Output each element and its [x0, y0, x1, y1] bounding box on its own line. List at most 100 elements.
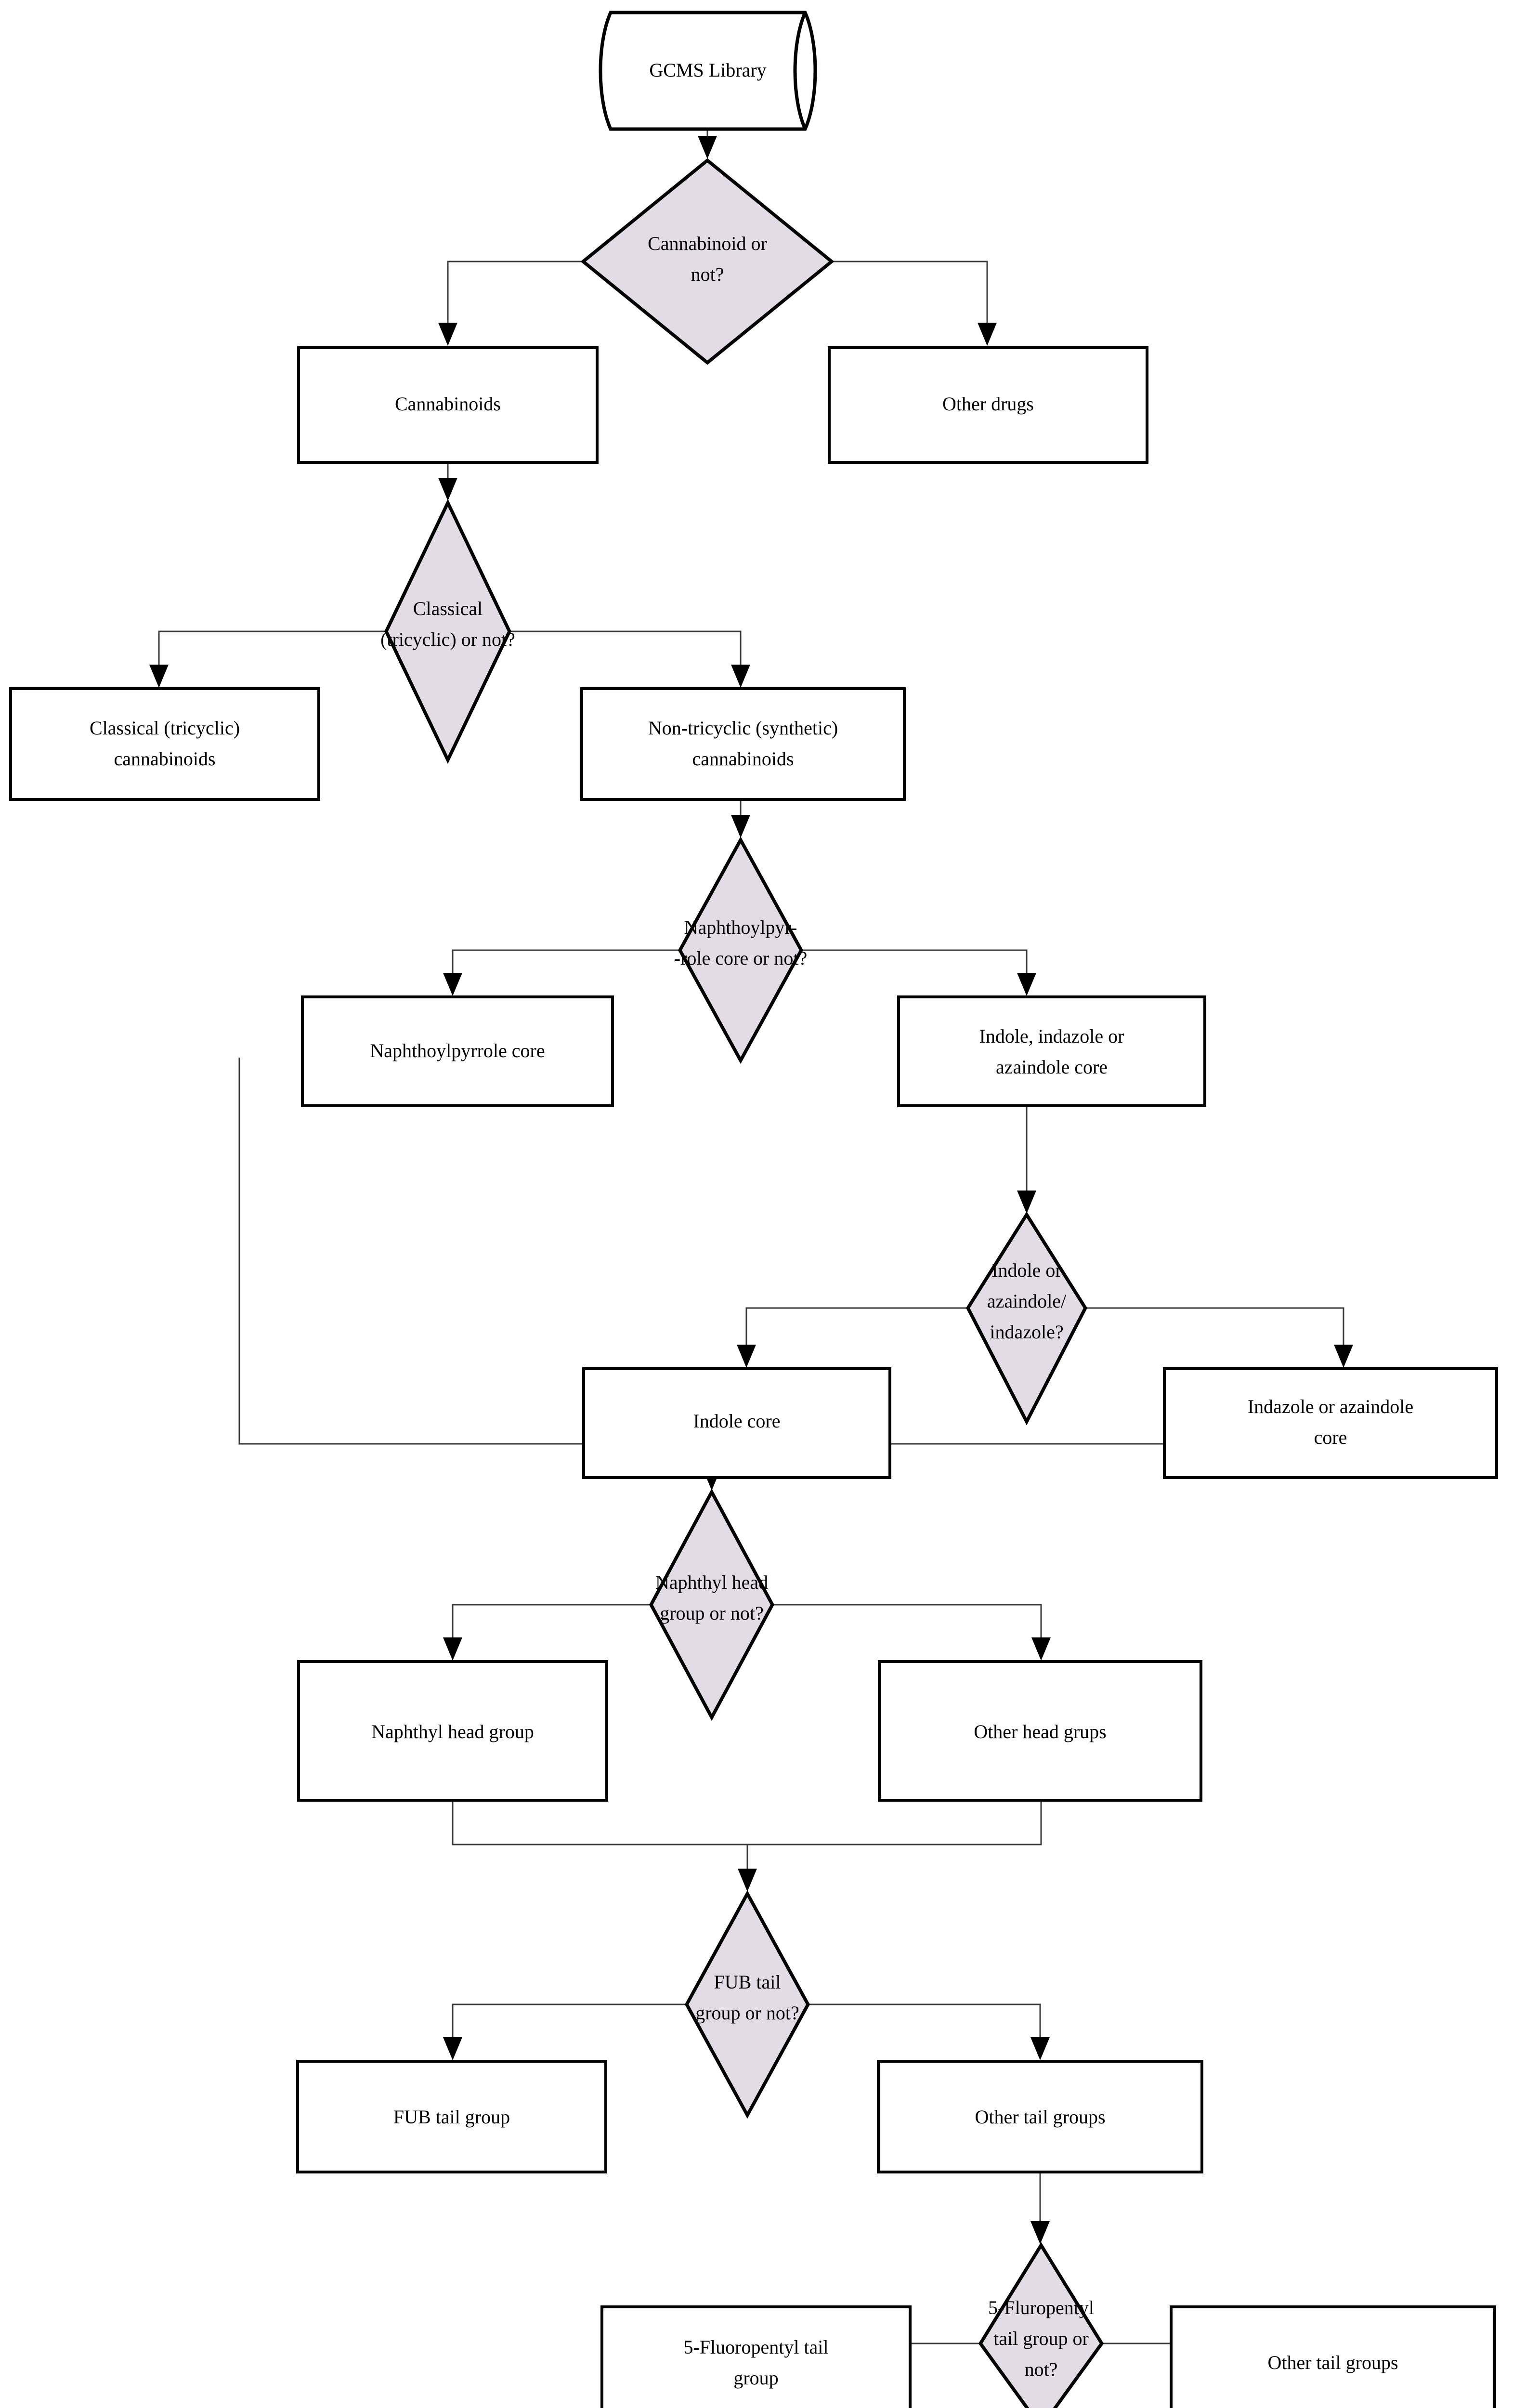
box-shape: [1170, 2305, 1496, 2408]
arrowhead-d2-to-classical: [149, 665, 169, 688]
edge-d6-to-fub-tail: [452, 2003, 687, 2042]
diamond-shape: [978, 2242, 1104, 2408]
box-shape: [9, 687, 320, 801]
node-other-tail-groups-1[interactable]: Other tail groups: [877, 2060, 1203, 2173]
box-shape: [301, 995, 614, 1107]
node-indole-indazole-azaindole-core[interactable]: Indole, indazole or azaindole core: [897, 995, 1206, 1107]
node-label-decision-cannabinoid-line1: Cannabinoid or: [648, 233, 767, 254]
edge-naphthoylpyrrole-merge: [238, 1058, 712, 1445]
node-decision-classical[interactable]: Classical (tricyclic) or not?: [380, 498, 515, 764]
node-label-decision-naphthoylpyrrole-line1: Naphthoylpyr-: [684, 916, 797, 938]
arrowhead-d3-to-indole-indazole: [1017, 973, 1036, 996]
edge-naphthyl-head-merge: [452, 1800, 747, 1845]
arrowhead-d5-to-other-head: [1031, 1637, 1051, 1661]
node-label-decision-fluoropentyl-line3: not?: [1025, 2358, 1058, 2380]
node-label-classical-line1: Classical (tricyclic): [90, 717, 240, 739]
diamond-shape: [649, 1488, 774, 1721]
node-decision-fluoropentyl-tail[interactable]: 5-Fluropentyl tail group or not?: [978, 2242, 1104, 2408]
node-label-nontricyclic-line1: Non-tricyclic (synthetic): [648, 717, 838, 739]
node-label-decision-fluoropentyl-line1: 5-Fluropentyl: [988, 2297, 1094, 2318]
node-label-decision-fluoropentyl-line2: tail group or: [993, 2328, 1089, 2349]
node-decision-fub-tail[interactable]: FUB tail group or not?: [685, 1890, 810, 2119]
node-other-drugs[interactable]: Other drugs: [828, 346, 1148, 464]
arrowhead-d1-to-other-drugs: [978, 323, 997, 346]
diamond-shape: [384, 498, 511, 764]
node-gcms-library[interactable]: GCMS Library: [599, 11, 817, 131]
arrowhead-d4-to-indole-core: [737, 1345, 756, 1368]
node-fub-tail-group[interactable]: FUB tail group: [296, 2060, 607, 2173]
node-naphthyl-head-group[interactable]: Naphthyl head group: [297, 1660, 608, 1802]
node-fluoropentyl-tail-group[interactable]: 5-Fluoropentyl tail group: [600, 2305, 912, 2408]
edge-d5-to-other-head: [772, 1604, 1042, 1642]
node-label-decision-indole-line3: indazole?: [990, 1321, 1063, 1343]
node-decision-naphthoylpyrrole[interactable]: Naphthoylpyr- -role core or not?: [674, 836, 808, 1064]
node-label-indoleindazole-line2: azaindole core: [996, 1056, 1108, 1078]
node-naphthoylpyrrole-core[interactable]: Naphthoylpyrrole core: [301, 995, 614, 1107]
node-label-indole-core: Indole core: [693, 1410, 780, 1432]
node-nontricyclic-cannabinoids[interactable]: Non-tricyclic (synthetic) cannabinoids: [580, 687, 906, 801]
diamond-shape: [580, 158, 835, 365]
edge-d2-to-nontricyclic: [509, 630, 742, 669]
node-label-other-head-groups: Other head grups: [974, 1721, 1106, 1742]
node-label-decision-cannabinoid-line2: not?: [691, 263, 724, 285]
arrowhead-d1-to-cannabinoids: [438, 323, 457, 346]
node-label-classical-line2: cannabinoids: [114, 748, 215, 770]
node-label-fluoropentyl-line2: group: [733, 2367, 778, 2389]
node-indole-core[interactable]: Indole core: [582, 1367, 891, 1479]
arrowhead-cannabinoids-to-d2: [438, 478, 457, 501]
edge-d1-to-cannabinoids: [447, 261, 583, 327]
node-label-decision-naphthyl-line2: group or not?: [660, 1602, 764, 1624]
arrowhead-d5-to-naphthyl-head: [443, 1637, 462, 1661]
box-shape: [1163, 1367, 1498, 1479]
node-label-indazole-core-line2: core: [1314, 1426, 1347, 1448]
arrowhead-source-to-d1: [698, 136, 717, 159]
node-label-fluoropentyl-line1: 5-Fluoropentyl tail: [683, 2336, 828, 2358]
node-label-fub-tail-group: FUB tail group: [393, 2106, 510, 2128]
node-label-decision-fub-line1: FUB tail: [714, 1971, 781, 1993]
arrowhead-d6-to-fub-tail: [443, 2037, 462, 2060]
node-decision-cannabinoid[interactable]: Cannabinoid or not?: [580, 158, 835, 365]
node-decision-indole-azaindole[interactable]: Indole or azaindole/ indazole?: [965, 1211, 1088, 1426]
arrowhead-d4-to-indazole-core: [1334, 1345, 1353, 1368]
node-label-decision-naphthoylpyrrole-line2: -role core or not?: [674, 947, 808, 969]
cylinder-end-cap: [793, 12, 807, 130]
node-label-cannabinoids: Cannabinoids: [395, 393, 501, 415]
node-other-tail-groups-2[interactable]: Other tail groups: [1170, 2305, 1496, 2408]
arrowhead-nontricyclic-to-d3: [731, 815, 750, 838]
node-cannabinoids[interactable]: Cannabinoids: [297, 346, 599, 464]
node-label-gcms-library: GCMS Library: [649, 59, 766, 81]
diamond-shape: [685, 1890, 810, 2119]
box-shape: [877, 2060, 1203, 2173]
node-label-indoleindazole-line1: Indole, indazole or: [979, 1025, 1124, 1047]
box-shape: [297, 1660, 608, 1802]
arrowhead-indoleindazole-to-d4: [1017, 1191, 1036, 1214]
edge-d1-to-other-drugs: [832, 261, 988, 327]
box-shape: [897, 995, 1206, 1107]
box-shape: [582, 1367, 891, 1479]
box-shape: [878, 1660, 1202, 1802]
arrowhead-d6-to-other-tail-1: [1030, 2037, 1050, 2060]
edge-other-head-merge: [747, 1800, 1042, 1845]
node-other-head-groups[interactable]: Other head grups: [878, 1660, 1202, 1802]
node-classical-cannabinoids[interactable]: Classical (tricyclic) cannabinoids: [9, 687, 320, 801]
node-label-other-tail-groups-1: Other tail groups: [975, 2106, 1105, 2128]
node-label-indazole-core-line1: Indazole or azaindole: [1248, 1396, 1413, 1417]
diamond-shape: [965, 1211, 1088, 1426]
node-indazole-azaindole-core[interactable]: Indazole or azaindole core: [1163, 1367, 1498, 1479]
node-label-decision-classical-line2: (tricyclic) or not?: [380, 628, 515, 650]
box-shape: [828, 346, 1148, 464]
box-shape: [297, 346, 599, 464]
box-shape: [580, 687, 906, 801]
edge-d2-to-classical: [158, 630, 386, 669]
node-decision-naphthyl-head[interactable]: Naphthyl head group or not?: [649, 1488, 774, 1721]
edge-d3-to-indole-indazole: [801, 949, 1028, 978]
edge-d6-to-other-tail-1: [808, 2003, 1041, 2042]
node-label-other-tail-groups-2: Other tail groups: [1267, 2352, 1398, 2373]
edge-d3-to-naphthoylpyrrole: [452, 949, 680, 978]
edge-d4-to-indole-core: [745, 1307, 968, 1348]
box-shape: [600, 2305, 912, 2408]
diamond-shape: [678, 836, 803, 1064]
node-label-decision-fub-line2: group or not?: [695, 2002, 799, 2024]
arrowhead-d2-to-nontricyclic: [731, 665, 750, 688]
